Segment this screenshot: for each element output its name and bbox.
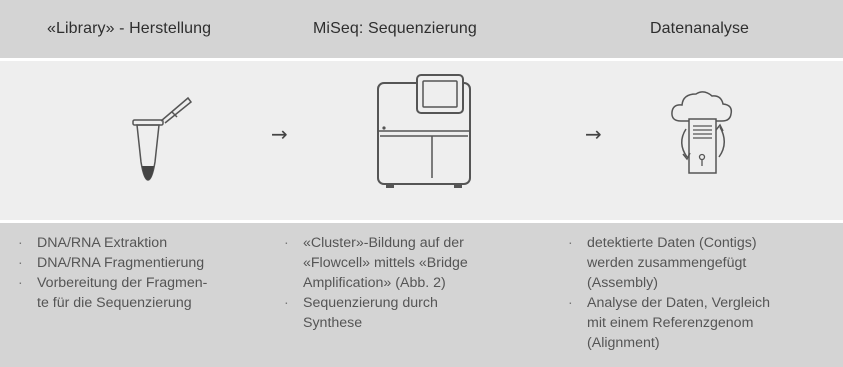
bullet-line: Vorbereitung der Fragmen-	[37, 275, 208, 291]
bullet-line: «Cluster»-Bildung auf der	[303, 235, 464, 251]
sequencer-icon	[377, 74, 471, 188]
bullet-line: (Alignment)	[587, 335, 660, 351]
column-title-sequencing: MiSeq: Sequenzierung	[313, 20, 477, 37]
bullet-line: DNA/RNA Fragmentierung	[37, 255, 205, 271]
bullet-line: Analyse der Daten, Vergleich	[587, 295, 770, 311]
bullet-line: detektierte Daten (Contigs)	[587, 235, 757, 251]
bullet-item: «Cluster»-Bildung auf der «Flowcell» mitt…	[284, 233, 468, 293]
bullet-list-analysis: detektierte Daten (Contigs) werden zusamm…	[568, 233, 770, 353]
bullet-item: DNA/RNA Fragmentierung	[18, 253, 207, 273]
bullet-line: Synthese	[303, 315, 363, 331]
bullet-line: (Assembly)	[587, 275, 658, 291]
bullet-list-sequencing: «Cluster»-Bildung auf der «Flowcell» mitt…	[284, 233, 468, 333]
bullet-line: te für die Sequenzierung	[37, 295, 192, 311]
bullet-list-library: DNA/RNA ExtraktionDNA/RNA Fragmentierung…	[18, 233, 207, 313]
bullet-line: DNA/RNA Extraktion	[37, 235, 168, 251]
tube-icon	[132, 96, 193, 181]
bullet-line: mit einem Referenzgenom	[587, 315, 754, 331]
cloud-server-icon	[671, 91, 733, 174]
bullet-line: Sequenzierung durch	[303, 295, 438, 311]
bullet-item: DNA/RNA Extraktion	[18, 233, 207, 253]
bullet-item: Vorbereitung der Fragmen-te für die Sequ…	[18, 273, 207, 313]
bullet-item: detektierte Daten (Contigs) werden zusamm…	[568, 233, 770, 293]
bullet-line: werden zusammengefügt	[587, 255, 747, 271]
header-band	[0, 0, 843, 58]
column-title-library: «Library» - Herstellung	[47, 20, 212, 37]
arrow-icon-2: →	[585, 122, 602, 146]
bullet-line: Amplification» (Abb. 2)	[303, 275, 446, 291]
bullet-line: «Flowcell» mittels «Bridge	[303, 255, 468, 271]
bullet-item: Analyse der Daten, Vergleich mit einem Re…	[568, 293, 770, 353]
arrow-icon-1: →	[271, 122, 288, 146]
column-title-analysis: Datenanalyse	[650, 20, 750, 37]
